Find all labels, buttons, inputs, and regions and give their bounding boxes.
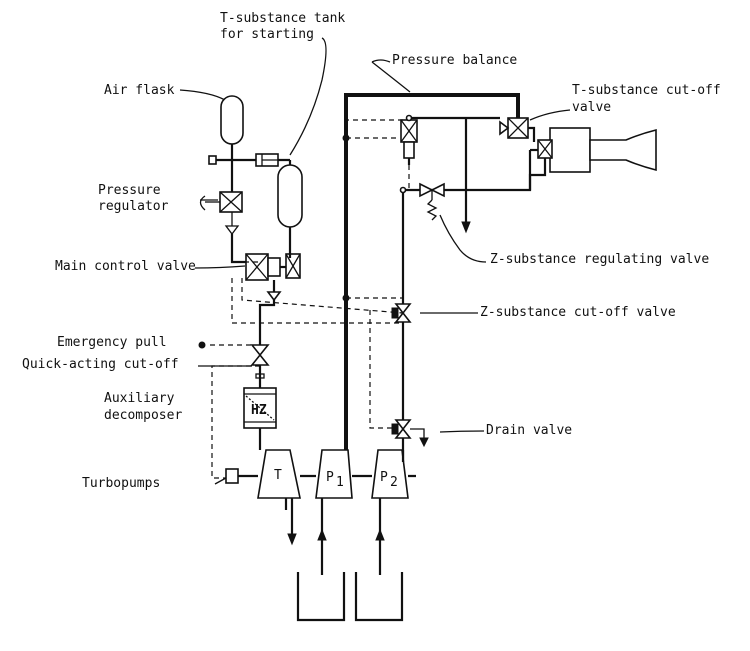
quick-acting-pin: [255, 373, 265, 379]
t-substance-tank: [277, 164, 303, 228]
pump-p2-tag: P: [380, 470, 388, 485]
drain-valve: [391, 419, 429, 448]
label-t-cutoff-valve: T-substance cut-off: [572, 83, 721, 98]
label-turbopumps: Turbopumps: [82, 476, 160, 491]
main-control-valve: [245, 253, 301, 281]
t-pilot-valve: [400, 119, 418, 159]
control-pressure-pilot: [345, 119, 409, 140]
pressure-balance-pipe: [344, 93, 520, 464]
emergency-pull-handle[interactable]: [198, 341, 206, 349]
leader-t-cutoff: [529, 109, 571, 121]
pump-p2: [371, 449, 409, 499]
pump-p1-tag: P: [326, 470, 334, 485]
regulator-to-main: [230, 234, 246, 264]
p1-inlet-arrow: [317, 528, 327, 541]
z-to-chamber: [528, 158, 547, 190]
control-main: [241, 278, 404, 314]
leader-air-flask: [179, 89, 226, 101]
quick-acting-cutoff: [250, 344, 270, 366]
t-cutoff-link: [528, 126, 536, 142]
pump-p2-subscript: 2: [390, 475, 398, 490]
air-feed-cap: [208, 155, 217, 165]
label-air-flask: Air flask: [104, 83, 175, 98]
label-t-tank: T-substance tank: [220, 11, 345, 26]
turbine-exhaust-arrow: [287, 533, 297, 546]
label-t-cutoff-valve-line2: valve: [572, 100, 611, 115]
turbine: [257, 449, 301, 499]
junction-dot-3: [399, 186, 407, 194]
tank-z-substance: [354, 572, 404, 622]
leader-z-regulating: [439, 214, 487, 263]
air-feed-valve: [255, 153, 279, 167]
quick-acting-to-starter: [211, 365, 260, 479]
air-flask: [220, 95, 244, 145]
turbopump-starter: [225, 468, 239, 484]
main-valve-check: [266, 291, 282, 302]
combustion-chamber: [537, 127, 657, 173]
label-pressure-regulator: Pressure: [98, 183, 161, 198]
tank-t-substance: [296, 572, 346, 622]
junction-dot-1: [342, 134, 350, 142]
decomposer-tag: HZ: [251, 403, 267, 418]
label-auxiliary-decomposer-line2: decomposer: [104, 408, 182, 423]
leader-pressure-balance: [371, 61, 411, 93]
label-t-tank-line2: for starting: [220, 27, 314, 42]
label-pressure-regulator-line2: regulator: [98, 199, 169, 214]
z-substance-regulating-valve: [419, 182, 445, 221]
label-quick-acting-cutoff: Quick-acting cut-off: [22, 357, 179, 372]
pressure-regulator: [199, 191, 243, 236]
label-z-regulating-valve: Z-substance regulating valve: [490, 252, 709, 267]
leader-drain-valve: [439, 430, 485, 433]
label-emergency-pull: Emergency pull: [57, 335, 167, 350]
z-substance-cutoff-valve: [391, 303, 412, 323]
control-to-drain: [369, 310, 396, 429]
nozzle: [589, 128, 657, 172]
p2-inlet-arrow: [375, 528, 385, 541]
leader-turbopumps: [214, 477, 227, 485]
leader-pressure-balance-a: [371, 59, 391, 63]
t-vent-arrow: [461, 221, 471, 234]
pump-p1-subscript: 1: [336, 475, 344, 490]
junction-dot-4: [405, 114, 413, 122]
turbine-tag: T: [274, 468, 282, 483]
label-auxiliary-decomposer: Auxiliary: [104, 391, 175, 406]
pump-p1: [315, 449, 353, 499]
label-z-cutoff-valve: Z-substance cut-off valve: [480, 305, 676, 320]
label-drain-valve: Drain valve: [486, 423, 572, 438]
control-lines: [210, 119, 410, 479]
leader-main-control: [194, 265, 246, 269]
pressure-balance-line: [344, 93, 520, 464]
t-substance-cutoff-valve: [499, 117, 529, 139]
label-main-control-valve: Main control valve: [55, 259, 196, 274]
control-to-z-cutoff: [231, 278, 403, 324]
auxiliary-decomposer: [243, 387, 277, 429]
label-pressure-balance: Pressure balance: [392, 53, 517, 68]
leader-t-tank: [289, 37, 327, 156]
